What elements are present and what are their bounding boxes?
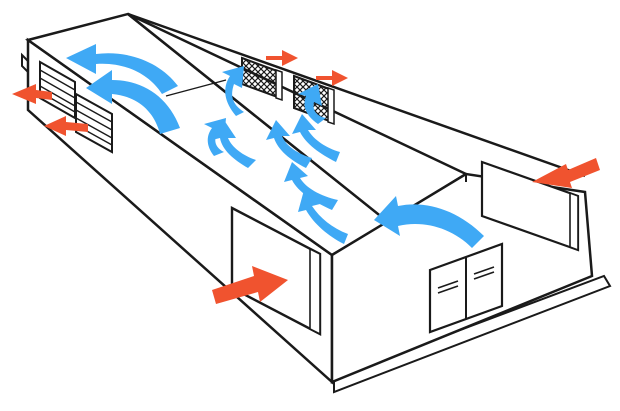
outside-air-arrow-3 <box>266 50 298 66</box>
outside-airflow-arrows <box>12 50 600 304</box>
double-door[interactable] <box>428 242 504 334</box>
interior-air-arrow-11 <box>374 196 484 248</box>
outside-air-arrow-5 <box>532 158 600 188</box>
leader-line <box>165 79 227 97</box>
interior-air-arrow-6 <box>212 120 256 168</box>
interior-air-arrow-1 <box>66 44 178 94</box>
roof-eave-right <box>127 12 586 178</box>
outside-air-arrow-2 <box>44 116 88 136</box>
interior-air-arrow-5 <box>298 84 326 124</box>
interior-air-arrow-10 <box>298 190 348 244</box>
interior-air-arrow-3 <box>222 66 244 116</box>
interior-air-arrow-7 <box>266 120 312 168</box>
interior-airflow-arrows <box>66 44 484 248</box>
interior-air-arrow-2 <box>86 70 180 134</box>
outside-air-arrow-1 <box>12 84 52 104</box>
outside-air-arrow-4 <box>316 70 348 86</box>
interior-air-arrow-8 <box>292 114 340 162</box>
outside-air-arrow-6 <box>212 266 288 304</box>
interior-air-arrow-9 <box>284 162 338 210</box>
inlet-pad-sidewall <box>230 206 322 336</box>
inlet-pad-gable <box>480 160 580 252</box>
